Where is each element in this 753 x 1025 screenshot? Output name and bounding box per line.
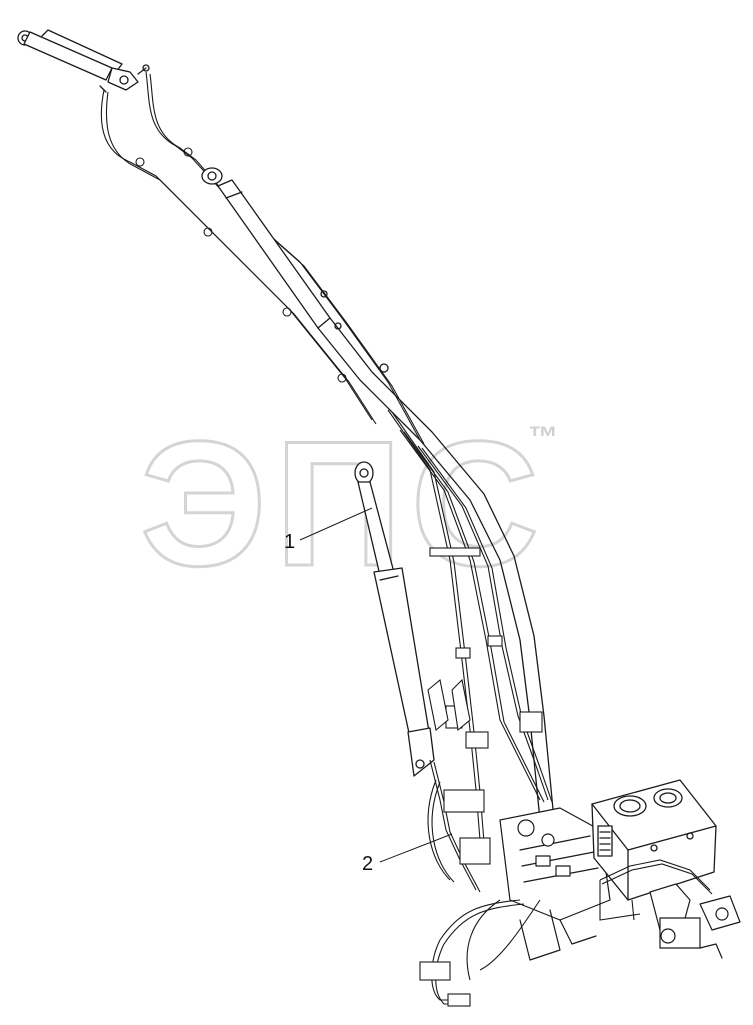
- upper-hoses: [100, 71, 425, 445]
- callout-1-label: 1: [284, 531, 295, 553]
- pump-unit: [649, 883, 741, 959]
- watermark-trademark: ™: [528, 421, 558, 454]
- lower-piping: [419, 859, 713, 1007]
- watermark-logo: ЭПС ™: [139, 403, 559, 605]
- callout-2-label: 2: [362, 853, 373, 875]
- hydraulic-tank: [591, 779, 717, 901]
- boom-lift-cylinder: [354, 461, 435, 777]
- upper-cylinder: [17, 29, 150, 93]
- callout-2: 2: [362, 833, 453, 875]
- callout-1: 1: [284, 507, 373, 553]
- control-valve-block: [499, 807, 611, 961]
- hose-assembly-valve-block: [427, 759, 491, 893]
- watermark-text: ЭПС: [140, 404, 547, 603]
